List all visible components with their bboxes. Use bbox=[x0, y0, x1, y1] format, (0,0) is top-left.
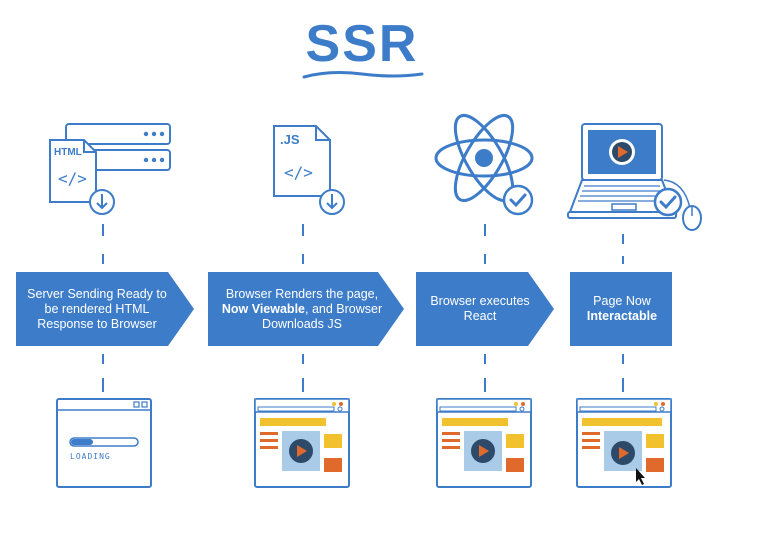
connector-2-upper bbox=[302, 224, 304, 236]
connector-3-upper-b bbox=[484, 254, 486, 264]
connector-2-lower bbox=[302, 354, 304, 364]
js-file-icon: .JS </> bbox=[273, 125, 345, 215]
step-2-label: Browser Renders the page, Now Viewable, … bbox=[221, 286, 383, 331]
loading-label: LOADING bbox=[70, 452, 111, 461]
connector-4-lower-b bbox=[622, 378, 624, 392]
connector-3-lower bbox=[484, 354, 486, 364]
connector-1-lower-b bbox=[102, 378, 104, 392]
title-underline bbox=[302, 71, 424, 79]
connector-4-upper-b bbox=[622, 256, 624, 264]
browser-interactable bbox=[576, 398, 672, 488]
browser-loading: LOADING bbox=[56, 398, 152, 488]
step-banners bbox=[16, 272, 672, 346]
connector-3-upper bbox=[484, 224, 486, 236]
connector-1-upper bbox=[102, 224, 104, 236]
connector-2-lower-b bbox=[302, 378, 304, 392]
diagram-title: SSR bbox=[305, 15, 419, 73]
connector-1-lower bbox=[102, 354, 104, 364]
react-atom-icon bbox=[434, 113, 534, 216]
step-3-label: Browser executes React bbox=[430, 294, 530, 323]
connector-4-lower bbox=[622, 354, 624, 364]
connector-2-upper-b bbox=[302, 254, 304, 264]
js-file-label: .JS bbox=[280, 132, 300, 147]
server-html-icon: HTML </> bbox=[49, 123, 171, 215]
js-code-glyph: </> bbox=[284, 163, 313, 182]
laptop-icon bbox=[567, 123, 702, 231]
browser-rendered-3 bbox=[436, 398, 532, 488]
cursor-icon bbox=[636, 468, 645, 485]
html-code-glyph: </> bbox=[58, 169, 87, 188]
step-4-label: Page Now Interactable bbox=[586, 294, 658, 323]
connector-4-upper bbox=[622, 234, 624, 244]
connector-1-upper-b bbox=[102, 254, 104, 264]
connector-3-lower-b bbox=[484, 378, 486, 392]
browser-rendered-2 bbox=[254, 398, 350, 488]
html-file-label: HTML bbox=[54, 147, 82, 158]
step-1-label: Server Sending Ready to be rendered HTML… bbox=[27, 286, 167, 331]
